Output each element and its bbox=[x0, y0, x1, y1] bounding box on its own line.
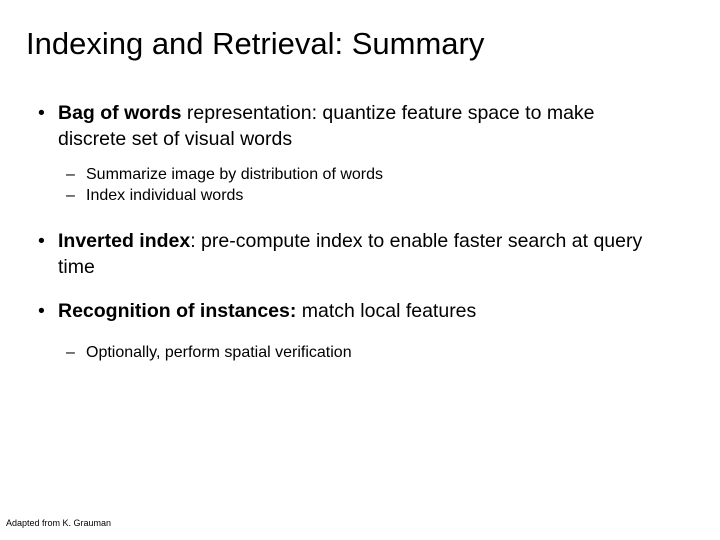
bullet-text: Inverted index: pre-compute index to ena… bbox=[58, 228, 660, 280]
subbullet-text: Index individual words bbox=[86, 187, 244, 204]
subbullet-item-index-individual-words: – Index individual words bbox=[0, 185, 720, 206]
subbullet-dash-icon: – bbox=[66, 187, 75, 204]
bullet-text: Bag of words representation: quantize fe… bbox=[58, 100, 660, 152]
bullet-text: Recognition of instances: match local fe… bbox=[58, 298, 660, 324]
bullet-marker-icon: • bbox=[38, 102, 45, 124]
slide-body: • Bag of words representation: quantize … bbox=[0, 100, 720, 363]
bullet-rest: representation: quantize feature space t… bbox=[58, 102, 595, 150]
spacer bbox=[0, 280, 720, 298]
bullet-marker-icon: • bbox=[38, 300, 45, 322]
subbullet-dash-icon: – bbox=[66, 166, 75, 183]
subbullet-item-summarize-image: – Summarize image by distribution of wor… bbox=[0, 164, 720, 185]
bullet-item-recognition-of-instances: • Recognition of instances: match local … bbox=[0, 298, 718, 324]
subbullet-dash-icon: – bbox=[66, 344, 75, 361]
spacer bbox=[0, 324, 720, 342]
bullet-bold-lead: Inverted index bbox=[58, 230, 191, 252]
bullet-bold-lead: Bag of words bbox=[58, 102, 182, 124]
bullet-item-bag-of-words: • Bag of words representation: quantize … bbox=[0, 100, 718, 152]
subbullet-text: Summarize image by distribution of words bbox=[86, 166, 384, 183]
page-title: Indexing and Retrieval: Summary bbox=[26, 26, 485, 61]
spacer bbox=[0, 206, 720, 228]
subbullet-item-spatial-verification: – Optionally, perform spatial verificati… bbox=[0, 342, 720, 363]
bullet-bold-lead: Recognition of instances: bbox=[58, 300, 297, 322]
spacer bbox=[0, 152, 720, 164]
bullet-rest: : pre-compute index to enable faster sea… bbox=[58, 230, 643, 278]
bullet-item-inverted-index: • Inverted index: pre-compute index to e… bbox=[0, 228, 718, 280]
subbullet-text: Optionally, perform spatial verification bbox=[86, 344, 352, 361]
attribution-footer: Adapted from K. Grauman bbox=[6, 518, 112, 528]
bullet-rest: match local features bbox=[296, 300, 477, 322]
bullet-marker-icon: • bbox=[38, 230, 45, 252]
